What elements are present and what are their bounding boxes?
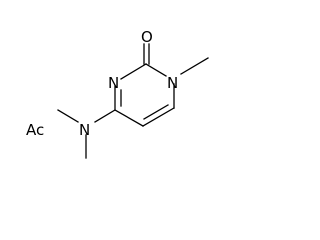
bond-c4-n-amide — [94, 109, 116, 123]
bond-c6-c5 — [142, 107, 175, 127]
bond-n1-methyl — [180, 57, 209, 75]
bond-n-ac — [57, 109, 79, 123]
atom-nitrogen-amide: N — [79, 121, 90, 139]
bond-c2-n3 — [120, 63, 147, 80]
bond-c6-c5-inner — [143, 104, 169, 120]
bond-c5-c4 — [114, 109, 144, 127]
bond-c2-n1 — [145, 63, 167, 77]
atom-oxygen: O — [141, 28, 153, 46]
atom-acetyl: Ac — [26, 121, 44, 139]
atom-labels: O N N N Ac — [26, 28, 178, 139]
atom-nitrogen-ring-top: N — [108, 74, 119, 92]
molecule-structure-diagram: O N N N Ac — [26, 28, 209, 159]
atom-nitrogen-ring-right: N — [167, 74, 178, 92]
bonds — [57, 43, 209, 159]
